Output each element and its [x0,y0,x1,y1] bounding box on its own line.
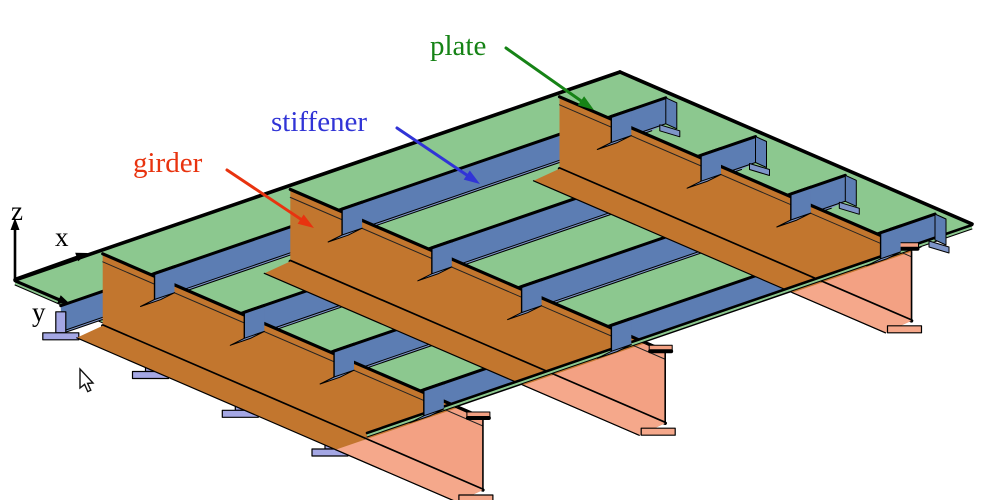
stiffener-end-web-1 [55,311,67,334]
plate-label: plate [430,30,487,62]
stiffener-seg-top-2-3 [520,278,544,289]
plate-edge-right-line [365,223,974,435]
stiffener-farend-web-2 [755,136,767,168]
y-axis-label: y [32,297,46,327]
girder-label: girder [133,147,203,179]
stiffener-seg-web-2-1 [342,202,363,235]
stiffener-seg-top-1-2 [242,303,266,314]
stiffener-seg-web-2-3 [521,279,542,313]
plate-edge-top [13,70,622,282]
stiffener-seg-top-3-2 [699,146,723,157]
girder-arrow-head [297,214,314,228]
girder-end-flange-2 [640,427,676,436]
stiffener-seg-web-1-3 [334,344,354,377]
girder-web-1 [102,253,483,490]
girder-end-flange-3 [886,325,923,334]
plate-edge-far [618,70,974,226]
stiffener-seg-top-3-4 [879,224,903,235]
mouse-cursor-icon [79,367,95,393]
stiffener-seg-foot-3-3 [776,212,812,228]
stiffener-seg-top-2-4 [609,316,633,327]
stiffener-web-1 [60,97,666,332]
stiffener-seg-foot-2-1 [327,227,363,243]
stiffener-label: stiffener [271,106,368,138]
girder-arrow-line [225,168,309,226]
stiffener-seg-top-1-1 [153,265,176,276]
stiffener-seg-foot-3-1 [596,135,632,150]
stiffener-farend-web-1 [665,97,678,130]
y-axis-line [14,279,66,303]
stiffener-seg-web-1-4 [423,382,444,416]
x-axis-line [13,253,84,281]
stiffener-seg-foot-1-3 [319,369,355,385]
stiffener-farend-flange-4 [928,240,950,254]
stiffener-seg-web-3-2 [701,148,721,182]
x-axis-head [75,252,88,262]
stiffener-seg-top-3-1 [609,108,633,118]
stiffener-farend-flange-1 [659,124,681,138]
stiffener-seg-top-2-1 [340,200,364,211]
stiffener-seg-foot-1-1 [140,292,175,307]
stiffener-seg-web-3-4 [880,225,901,259]
stiffener-farend-flange-3 [838,201,860,215]
plate-arrow-line [504,46,589,107]
x-axis-label: x [55,222,69,252]
stiffener-seg-foot-1-4 [409,408,445,424]
stiffener-end-flange-1 [42,332,80,341]
stiffener-seg-web-2-2 [431,240,452,274]
stiffener-seg-foot-3-2 [686,173,722,189]
z-axis-head [10,218,20,230]
stiffener-seg-web-1-2 [244,305,265,339]
stiffener-seg-top-2-2 [430,239,454,250]
stiffener-seg-web-2-4 [611,318,632,352]
stiffener-seg-web-3-1 [611,109,632,143]
stiffener-seg-web-3-3 [790,187,811,220]
stiffener-farend-web-4 [934,213,947,246]
y-axis-head [57,295,70,304]
stiffener-seg-top-3-3 [789,185,813,196]
stiffener-seg-foot-2-3 [507,305,543,321]
plate-arrow-head [577,96,594,110]
stiffener-arrow-line [395,126,475,182]
stiffener-farend-web-3 [844,174,857,207]
stiffener-seg-foot-2-2 [417,266,453,282]
stiffener-seg-foot-3-4 [866,251,902,267]
girder-web-3 [559,96,912,321]
z-axis-label: z [11,196,23,226]
stiffener-farend-flange-2 [749,163,770,176]
stiffener-seg-foot-2-4 [596,344,632,359]
stiffener-seg-top-1-3 [332,342,356,353]
girder-end-flange-1 [458,494,494,500]
stiffener-seg-foot-1-2 [229,330,265,346]
stiffener-arrow-head [463,170,480,184]
stiffener-seg-top-1-4 [422,381,446,392]
stiffener-seg-web-1-1 [154,266,175,300]
